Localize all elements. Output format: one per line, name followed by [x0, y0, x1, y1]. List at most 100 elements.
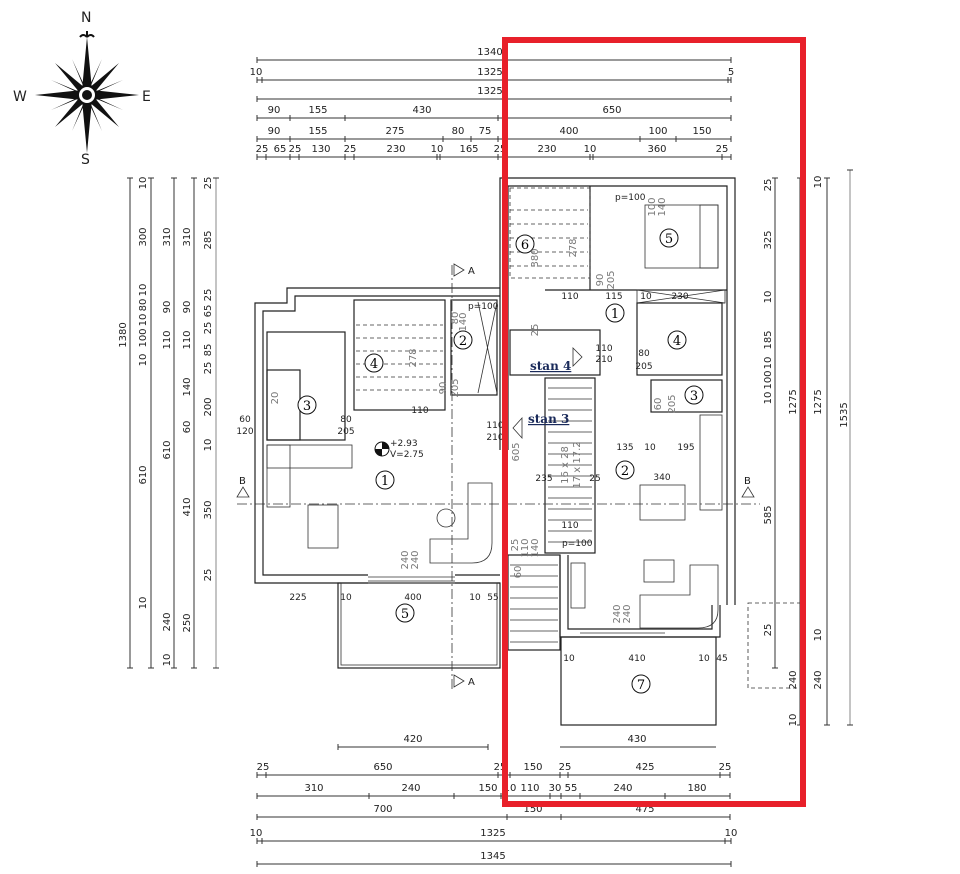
dimension-label: 150: [478, 783, 497, 794]
dimension-label: 650: [373, 762, 392, 773]
elevation-v: V=2.75: [390, 450, 424, 460]
dimension-label: 25: [203, 177, 214, 190]
inner-dimension-label: 110: [520, 538, 531, 557]
inner-dimension-label: 120: [236, 427, 253, 437]
dimension-label: 1535: [839, 402, 850, 427]
inner-dimension-label: 380: [530, 248, 541, 267]
dimension-label: 25: [716, 144, 729, 155]
dimension-column: 1380: [118, 177, 133, 669]
room-number: 7: [637, 678, 645, 693]
dimension-label: 10: [162, 654, 173, 667]
inner-dimension-label: 25: [530, 324, 541, 337]
compass-rose-icon: [35, 31, 139, 153]
dimension-label: 130: [311, 144, 330, 155]
inner-dimension-label: 140: [458, 312, 469, 331]
inner-dimension-label: 20: [270, 392, 281, 405]
dimension-label: 430: [412, 105, 431, 116]
inner-dimension-label: 278: [408, 348, 419, 367]
dimension-column: 1535: [839, 169, 853, 726]
inner-dimension-label: 80: [450, 312, 461, 325]
room-number-circle: [667, 330, 687, 350]
compass-south-label: S: [81, 152, 90, 168]
dimension-label: 425: [635, 762, 654, 773]
room-number-circle: [395, 603, 415, 623]
room-number: 5: [401, 607, 409, 622]
dimension-label: 25: [494, 144, 507, 155]
inner-dimension-label: 205: [337, 427, 354, 437]
inner-dimension-label: 90: [438, 382, 449, 395]
inner-dimension-label: 25: [589, 474, 600, 484]
dimension-label: 10: [138, 597, 149, 610]
dimension-label: 700: [373, 804, 392, 815]
room-number: 6: [521, 238, 529, 253]
dimension-label: 65: [203, 305, 214, 318]
section-b-left-label: B: [239, 476, 246, 487]
dimension-label: 25: [203, 289, 214, 302]
dimension-label: 230: [537, 144, 556, 155]
dimension-label: 200: [203, 397, 214, 416]
inner-dimension-label: 10: [340, 593, 352, 603]
section-marker-b-right: [741, 486, 755, 498]
dimension-label: 285: [203, 230, 214, 249]
room-number-circle: [453, 330, 473, 350]
room-number-circle: [684, 385, 704, 405]
dimension-label: 610: [162, 440, 173, 459]
unit-label-stan-4: stan 4: [530, 359, 571, 373]
dimension-label: 610: [138, 465, 149, 484]
dimension-label: 25: [256, 144, 269, 155]
dimension-row: 1345: [256, 851, 732, 867]
inner-dimension-label: 10: [469, 593, 481, 603]
room-number: 1: [611, 307, 619, 322]
dimension-label: 300: [138, 227, 149, 246]
dimension-label: 110: [162, 330, 173, 349]
compass-west-label: W: [13, 89, 27, 105]
section-marker-a-top: [453, 263, 465, 277]
section-a-bottom-label: A: [468, 677, 475, 688]
dimension-label: 10: [763, 357, 774, 370]
room-number-circle: [659, 228, 679, 248]
dimension-label: 1345: [480, 851, 505, 862]
dimension-label: 90: [268, 105, 281, 116]
dimension-row: 1340: [256, 47, 732, 63]
dimension-label: 80: [138, 299, 149, 312]
dimension-label: 420: [403, 734, 422, 745]
dimension-label: 250: [182, 613, 193, 632]
dimension-label: 275: [385, 126, 404, 137]
dimension-label: 10: [138, 177, 149, 190]
dimension-label: 10: [138, 284, 149, 297]
dimension-label: 10: [763, 291, 774, 304]
balcony-right: [560, 636, 717, 726]
dimension-label: 75: [479, 126, 492, 137]
inner-dimension-label: 10: [563, 654, 575, 664]
dimension-label: 150: [523, 804, 542, 815]
dimension-label: 90: [182, 301, 193, 314]
inner-dimension-label: 340: [653, 473, 670, 483]
inner-dimension-label: 410: [628, 654, 645, 664]
dimension-label: 25: [289, 144, 302, 155]
inner-dimension-label: 400: [404, 593, 421, 603]
dimension-label: 230: [386, 144, 405, 155]
dimension-label: 110: [182, 330, 193, 349]
inner-dimension-label: 205: [635, 362, 652, 372]
parapet-label-right-stair: p=100: [562, 539, 593, 549]
inner-dimension-label: 140: [657, 197, 668, 216]
stairs: [356, 209, 592, 643]
dimension-label: 10: [725, 828, 738, 839]
dimension-label: 1380: [118, 322, 129, 347]
left-unit-walls: [254, 287, 500, 584]
highlight-frame: [502, 37, 806, 807]
section-a-top-label: A: [468, 266, 475, 277]
dimension-label: 25: [257, 762, 270, 773]
room-number: 1: [381, 474, 389, 489]
dimension-label: 140: [182, 377, 193, 396]
inner-dimension-label: 45: [716, 654, 727, 664]
dimension-label: 25: [494, 762, 507, 773]
